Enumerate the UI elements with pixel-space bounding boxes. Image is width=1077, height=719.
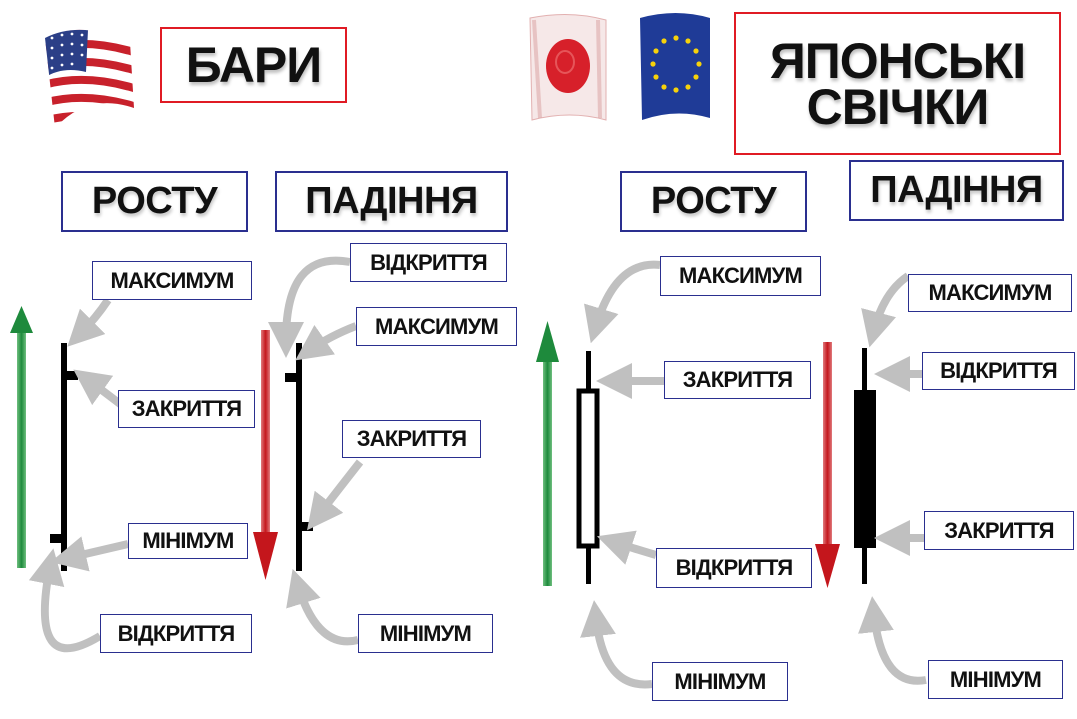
candles-bearish-label-close-text: ЗАКРИТТЯ [944, 517, 1054, 543]
candles-bearish-label-max: МАКСИМУМ [908, 274, 1072, 312]
bars-bullish-pointer-arrows [28, 297, 129, 653]
bars-bullish-label-close-text: ЗАКРИТТЯ [131, 396, 242, 421]
candles-bullish-label-open: ВІДКРИТТЯ [656, 548, 812, 588]
candles-bullish-label-close: ЗАКРИТТЯ [664, 361, 811, 399]
candles-bullish-label-min-text: МІНІМУМ [674, 668, 766, 694]
candles-bullish-label-max: МАКСИМУМ [660, 256, 821, 296]
candles-bearish-label-max-text: МАКСИМУМ [928, 280, 1053, 305]
bars-bullish-label-min: МІНІМУМ [128, 523, 248, 559]
bars-title: БАРИ [160, 27, 347, 103]
japan-flag-icon [529, 13, 607, 121]
candles-bearish-candle [854, 348, 876, 584]
bars-bullish-label-open-text: ВІДКРИТТЯ [117, 620, 236, 646]
candles-bearish-pointer-arrows [858, 272, 927, 685]
candles-title-line1: ЯПОНСЬКІ [769, 32, 1026, 89]
candles-bearish-header: ПАДІННЯ [849, 160, 1064, 221]
eu-flag-icon [640, 13, 710, 120]
bars-title-text: БАРИ [185, 37, 322, 93]
bars-bullish-trend-arrow [10, 306, 33, 568]
candles-bullish-label-min: МІНІМУМ [652, 662, 788, 701]
candles-bearish-label-min: МІНІМУМ [928, 660, 1063, 699]
bars-bearish-label-open: ВІДКРИТТЯ [350, 243, 507, 282]
bars-bearish-trend-arrow [253, 330, 278, 580]
candles-bullish-candle [576, 351, 600, 584]
bars-bearish-label-close-text: ЗАКРИТТЯ [356, 426, 467, 451]
bars-bearish-pointer-arrows [268, 256, 364, 646]
candles-bearish-label-close: ЗАКРИТТЯ [924, 511, 1074, 550]
bars-bearish-label-close: ЗАКРИТТЯ [342, 420, 481, 458]
candles-bullish-label-close-text: ЗАКРИТТЯ [682, 367, 793, 392]
candles-bearish-trend-arrow [815, 342, 840, 588]
bars-bullish-label-max-text: МАКСИМУМ [110, 267, 235, 293]
bars-bullish-header: РОСТУ [61, 171, 248, 232]
candles-bearish-header-text: ПАДІННЯ [870, 169, 1043, 211]
bars-bullish-ohlc-bar [50, 343, 78, 571]
candles-bullish-header-text: РОСТУ [650, 180, 777, 222]
bars-bullish-label-open: ВІДКРИТТЯ [100, 614, 252, 653]
candles-bearish-label-open: ВІДКРИТТЯ [922, 352, 1075, 390]
bars-bullish-label-max: МАКСИМУМ [92, 261, 252, 300]
bars-bullish-header-text: РОСТУ [91, 180, 218, 222]
bars-bearish-label-max: МАКСИМУМ [356, 307, 517, 346]
bars-bullish-label-min-text: МІНІМУМ [142, 528, 234, 553]
bars-bullish-label-close: ЗАКРИТТЯ [118, 390, 255, 428]
bars-bearish-label-min: МІНІМУМ [358, 614, 493, 653]
candles-bullish-pointer-arrows [580, 260, 664, 689]
candles-bullish-trend-arrow [536, 321, 559, 586]
bars-bearish-label-min-text: МІНІМУМ [379, 620, 472, 646]
candles-bullish-header: РОСТУ [620, 171, 807, 232]
candles-bearish-label-min-text: МІНІМУМ [949, 666, 1042, 692]
bars-bearish-label-max-text: МАКСИМУМ [375, 313, 499, 339]
candles-bearish-label-open-text: ВІДКРИТТЯ [940, 358, 1058, 383]
usa-flag-icon [45, 29, 134, 128]
candles-title: ЯПОНСЬКІ СВІЧКИ [734, 12, 1061, 155]
bars-bearish-header: ПАДІННЯ [275, 171, 508, 232]
bars-bearish-ohlc-bar [285, 343, 313, 571]
bars-bearish-label-open-text: ВІДКРИТТЯ [370, 249, 488, 275]
bars-bearish-header-text: ПАДІННЯ [305, 180, 478, 222]
candles-bullish-label-max-text: МАКСИМУМ [679, 263, 803, 288]
candles-bullish-label-open-text: ВІДКРИТТЯ [675, 555, 794, 580]
candles-title-line2: СВІЧКИ [806, 78, 990, 135]
